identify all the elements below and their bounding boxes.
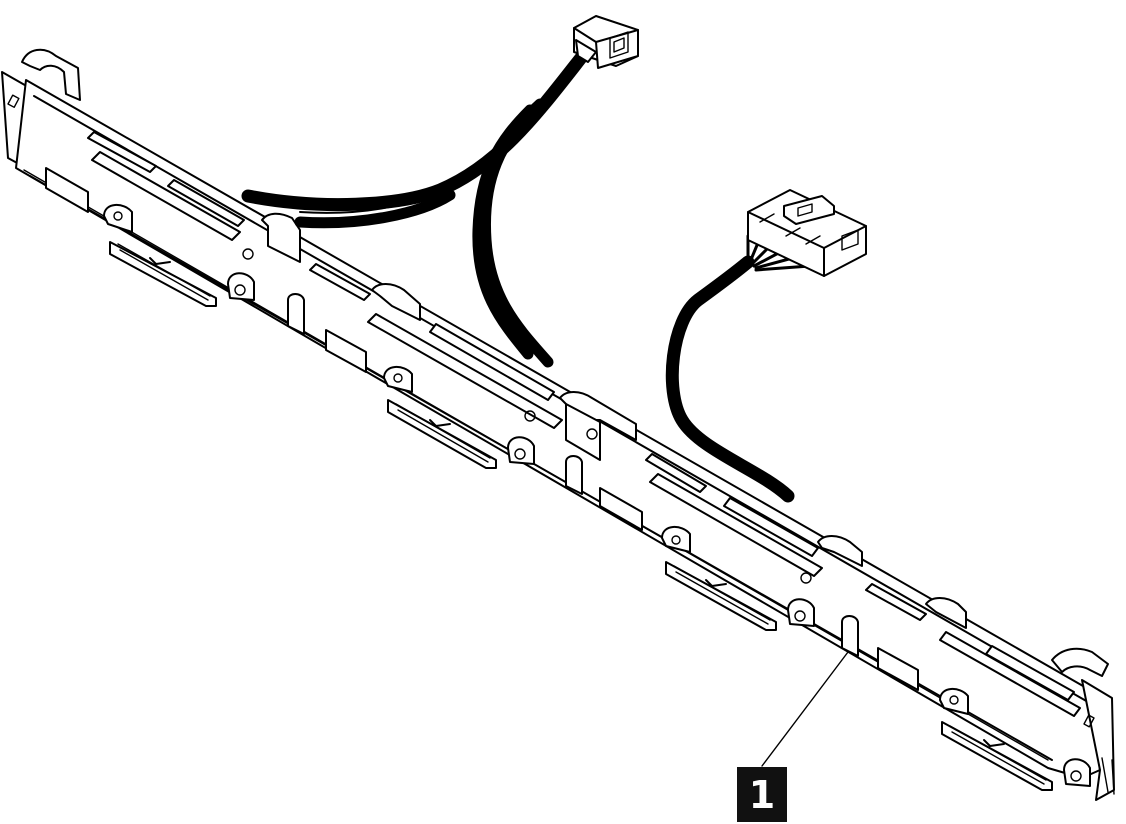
signal-connector [573,15,639,69]
callout-number-1: 1 [737,767,787,822]
callout-leader-line [761,651,849,767]
plate-tabs [261,212,967,629]
callout-label: 1 [748,772,776,817]
plate-slots [45,131,1081,717]
drive-connector-3 [661,526,815,631]
power-connector [747,189,867,277]
signal-cable [241,47,591,368]
drive-connectors [103,204,1091,791]
drive-connector-2 [383,366,535,469]
drive-connector-1 [103,204,255,307]
power-cable [665,234,812,503]
drive-connector-4 [939,688,1091,791]
